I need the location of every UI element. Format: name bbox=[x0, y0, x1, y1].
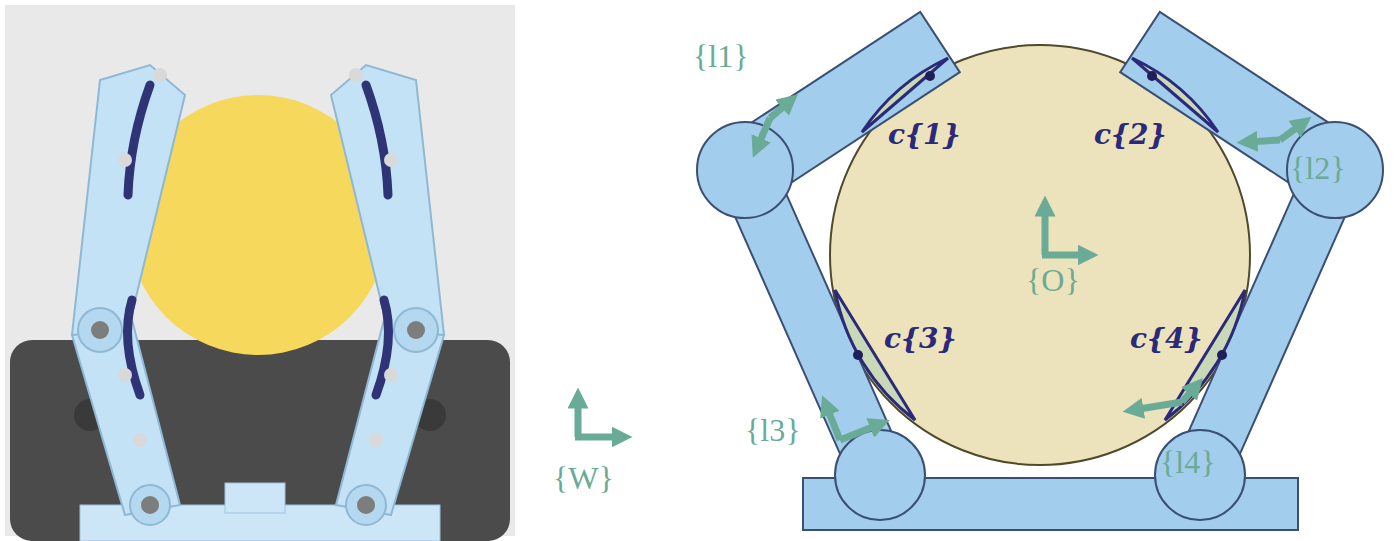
palm-block bbox=[225, 483, 285, 513]
frame-label-holder: {l1} bbox=[693, 38, 749, 75]
contact-point bbox=[1217, 350, 1227, 360]
contact-label-holder: c{1} bbox=[888, 118, 961, 151]
contact-patch bbox=[835, 290, 915, 420]
frame-label: {O} bbox=[1026, 262, 1080, 299]
joint bbox=[835, 430, 925, 520]
frame-axes bbox=[757, 101, 1303, 440]
joint bbox=[1287, 122, 1383, 218]
contact-point bbox=[925, 71, 935, 81]
contact-label: c{3} bbox=[884, 322, 957, 355]
link bbox=[1120, 12, 1363, 206]
joint bbox=[1155, 430, 1245, 520]
contact-label-holder: c{3} bbox=[884, 322, 957, 355]
frame-label-holder: {W} bbox=[553, 460, 614, 497]
contact-label-holder: c{4} bbox=[1130, 322, 1203, 355]
finger bbox=[72, 65, 185, 525]
world-frame-axes bbox=[575, 398, 622, 437]
joint bbox=[697, 122, 793, 218]
frame-label-holder: {l4} bbox=[1160, 444, 1216, 481]
contact-point bbox=[853, 350, 863, 360]
frame-label-holder: {l3} bbox=[745, 412, 801, 449]
finger bbox=[331, 65, 444, 525]
contact-label: c{4} bbox=[1130, 322, 1203, 355]
frame-label: {l2} bbox=[1290, 150, 1346, 187]
frame-label: {l1} bbox=[693, 38, 749, 75]
frame-label: {l4} bbox=[1160, 444, 1216, 481]
contact-label: c{1} bbox=[888, 118, 961, 151]
contact-label: c{2} bbox=[1094, 118, 1167, 151]
schematic-gripper bbox=[697, 12, 1383, 530]
contact-label-holder: c{2} bbox=[1094, 118, 1167, 151]
contact-point bbox=[1147, 71, 1157, 81]
rendered-gripper bbox=[5, 5, 515, 541]
frame-label: {W} bbox=[553, 460, 614, 497]
frame-label-holder: {l2} bbox=[1290, 150, 1346, 187]
frame-label: {l3} bbox=[745, 412, 801, 449]
frame-label-holder: {O} bbox=[1026, 262, 1080, 299]
